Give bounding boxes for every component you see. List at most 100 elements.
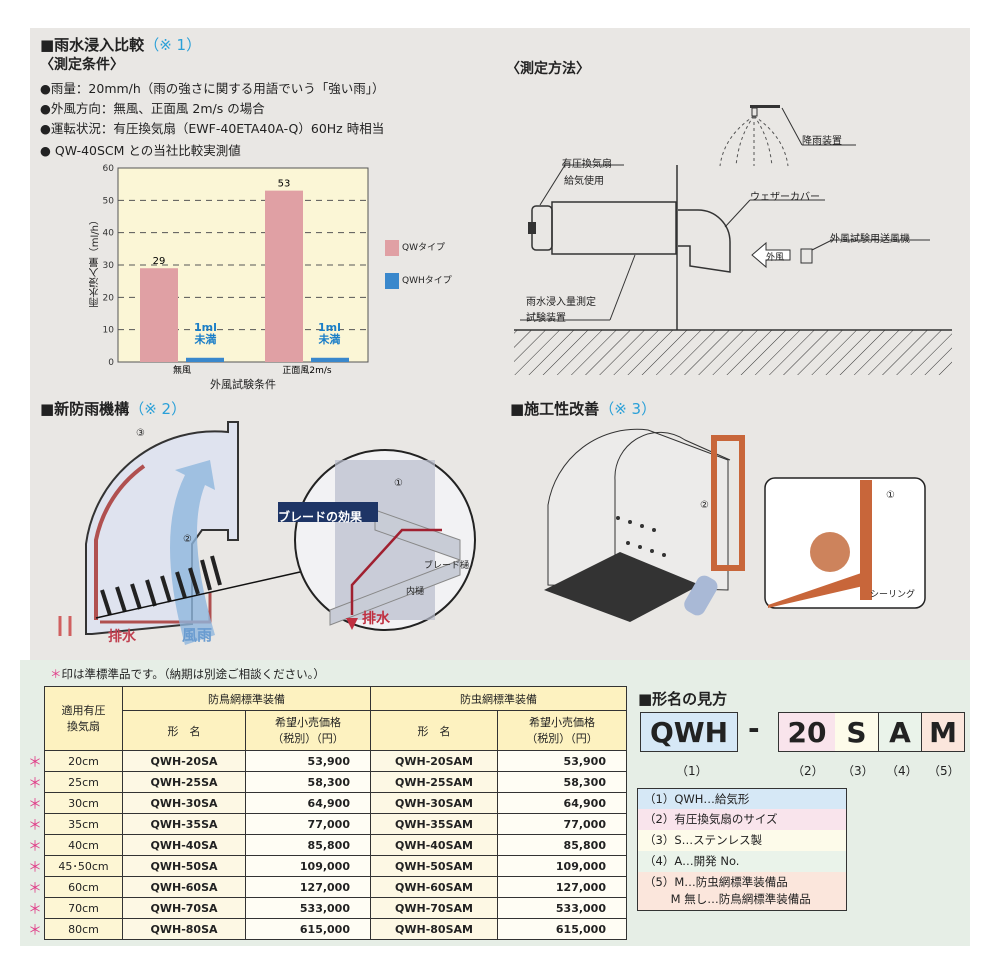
label-drain-detail: 排水 [362, 611, 390, 627]
cell-price-insect: 64,900 [497, 792, 627, 814]
cell-model-insect: QWH-20SAM [370, 750, 498, 772]
condition-1: ●雨量：20mm/h（雨の強さに関する用語でいう「強い雨」） [40, 81, 385, 96]
model-title: ■形名の見方 [638, 690, 728, 708]
condition-4: ● QW-40SCM との当社比較実測値 [40, 143, 241, 158]
header-price-line: 希望小売価格 [275, 715, 341, 729]
x-tick-label: 正面風2m/s [282, 365, 332, 376]
work-num-1: ① [886, 490, 895, 501]
star-icon: ＊ [28, 755, 42, 771]
model-num-1: （1） [676, 764, 708, 778]
work-title: ■施工性改善（※ 3） [510, 398, 656, 419]
label-test-1: 雨水浸入量測定 [526, 297, 596, 308]
model-legend-5-line: M 無し…防鳥網標準装備品 [644, 892, 811, 906]
cell-model-bird: QWH-60SA [122, 876, 246, 898]
star-icon: ＊ [28, 818, 42, 834]
label-weather-cover: ウェザーカバー [750, 192, 820, 203]
table-notice: ＊印は準標準品です。（納期は別途ご相談ください。） [50, 666, 325, 682]
cell-model-insect: QWH-25SAM [370, 771, 498, 793]
cell-price-bird: 77,000 [245, 813, 371, 835]
model-legend-4: （4）A…開発 No. [637, 851, 847, 873]
model-part-2: 20 [778, 712, 836, 752]
label-wind-rain: 風雨 [182, 626, 213, 644]
cell-model-bird: QWH-35SA [122, 813, 246, 835]
header-price-line: 希望小売価格 [529, 715, 595, 729]
cell-model-insect: QWH-35SAM [370, 813, 498, 835]
star-icon: ＊ [50, 667, 62, 681]
y-tick-label: 10 [103, 326, 115, 336]
legend-swatch-qw [385, 240, 399, 256]
cell-price-insect: 109,000 [497, 855, 627, 877]
cell-fan-size: 35cm [44, 813, 123, 835]
cell-price-bird: 127,000 [245, 876, 371, 898]
legend-swatch-qwh [385, 273, 399, 289]
cell-model-bird: QWH-80SA [122, 918, 246, 940]
star-icon: ＊ [28, 797, 42, 813]
star-icon: ＊ [28, 881, 42, 897]
label-drain: 排水 [108, 629, 136, 645]
bar-qwh [186, 357, 224, 362]
cell-price-insect: 58,300 [497, 771, 627, 793]
y-tick-label: 0 [108, 358, 114, 368]
mech-note: （※ 2） [129, 400, 187, 418]
price-table: 適用有圧換気扇 防鳥網標準装備 防虫網標準装備 形 名 希望小売価格（税別）（円… [44, 686, 627, 940]
cell-model-insect: QWH-60SAM [370, 876, 498, 898]
method-title: 〈測定方法〉 [506, 61, 590, 77]
rain-title: ■雨水浸入比較（※ 1） [40, 34, 201, 55]
ground-hatch [514, 330, 952, 375]
header-fan: 適用有圧換気扇 [44, 686, 123, 751]
cell-price-bird: 533,000 [245, 897, 371, 919]
header-price-line: （税別）（円） [272, 731, 344, 745]
weather-cover [678, 209, 731, 273]
cell-model-insect: QWH-80SAM [370, 918, 498, 940]
cell-price-insect: 85,800 [497, 834, 627, 856]
model-part-4: A [879, 712, 922, 752]
star-icon: ＊ [28, 902, 42, 918]
cell-price-insect: 615,000 [497, 918, 627, 940]
chart-xlabel: 外風試験条件 [210, 378, 276, 391]
header-bird: 防鳥網標準装備 [122, 686, 371, 711]
y-tick-label: 60 [103, 164, 115, 174]
label-rain-device: 降雨装置 [802, 136, 842, 147]
cell-model-bird: QWH-25SA [122, 771, 246, 793]
qwh-note-line: 未満 [318, 333, 341, 346]
header-fan-line: 適用有圧 [61, 703, 106, 717]
mech-title-text: ■新防雨機構 [40, 400, 130, 418]
model-dash: - [748, 712, 760, 745]
cell-fan-size: 60cm [44, 876, 123, 898]
cell-model-bird: QWH-40SA [122, 834, 246, 856]
cell-price-insect: 127,000 [497, 876, 627, 898]
work-diagram [544, 428, 926, 622]
star-icon: ＊ [28, 860, 42, 876]
model-num-5: （5） [928, 764, 960, 778]
cell-fan-size: 30cm [44, 792, 123, 814]
label-fan-supply: 給気使用 [564, 176, 604, 187]
mech-num-1: ① [394, 478, 403, 489]
notice-text: 印は準標準品です。（納期は別途ご相談ください。） [61, 667, 325, 681]
y-tick-label: 30 [103, 261, 115, 271]
cell-price-insect: 533,000 [497, 897, 627, 919]
bar-qw [265, 190, 303, 362]
header-fan-line: 換気扇 [67, 719, 100, 733]
legend-qwh: QWHタイプ [402, 276, 452, 286]
model-legend-1: （1）QWH…給気形 [637, 788, 847, 811]
bar-qw [140, 268, 178, 362]
rain-note: （※ 1） [144, 36, 202, 54]
header-insect: 防虫網標準装備 [370, 686, 627, 711]
cell-price-insect: 53,900 [497, 750, 627, 772]
header-price-2: 希望小売価格（税別）（円） [497, 710, 627, 751]
condition-3: ●運転状況：有圧換気扇（EWF-40ETA40A-Q）60Hz 時相当 [40, 121, 385, 136]
cell-fan-size: 25cm [44, 771, 123, 793]
cell-fan-size: 70cm [44, 897, 123, 919]
qwh-note-line: 未満 [194, 333, 217, 346]
model-legend-2: （2）有圧換気扇のサイズ [637, 809, 847, 831]
model-num-2: （2） [792, 764, 824, 778]
mech-num-3: ③ [136, 428, 145, 439]
